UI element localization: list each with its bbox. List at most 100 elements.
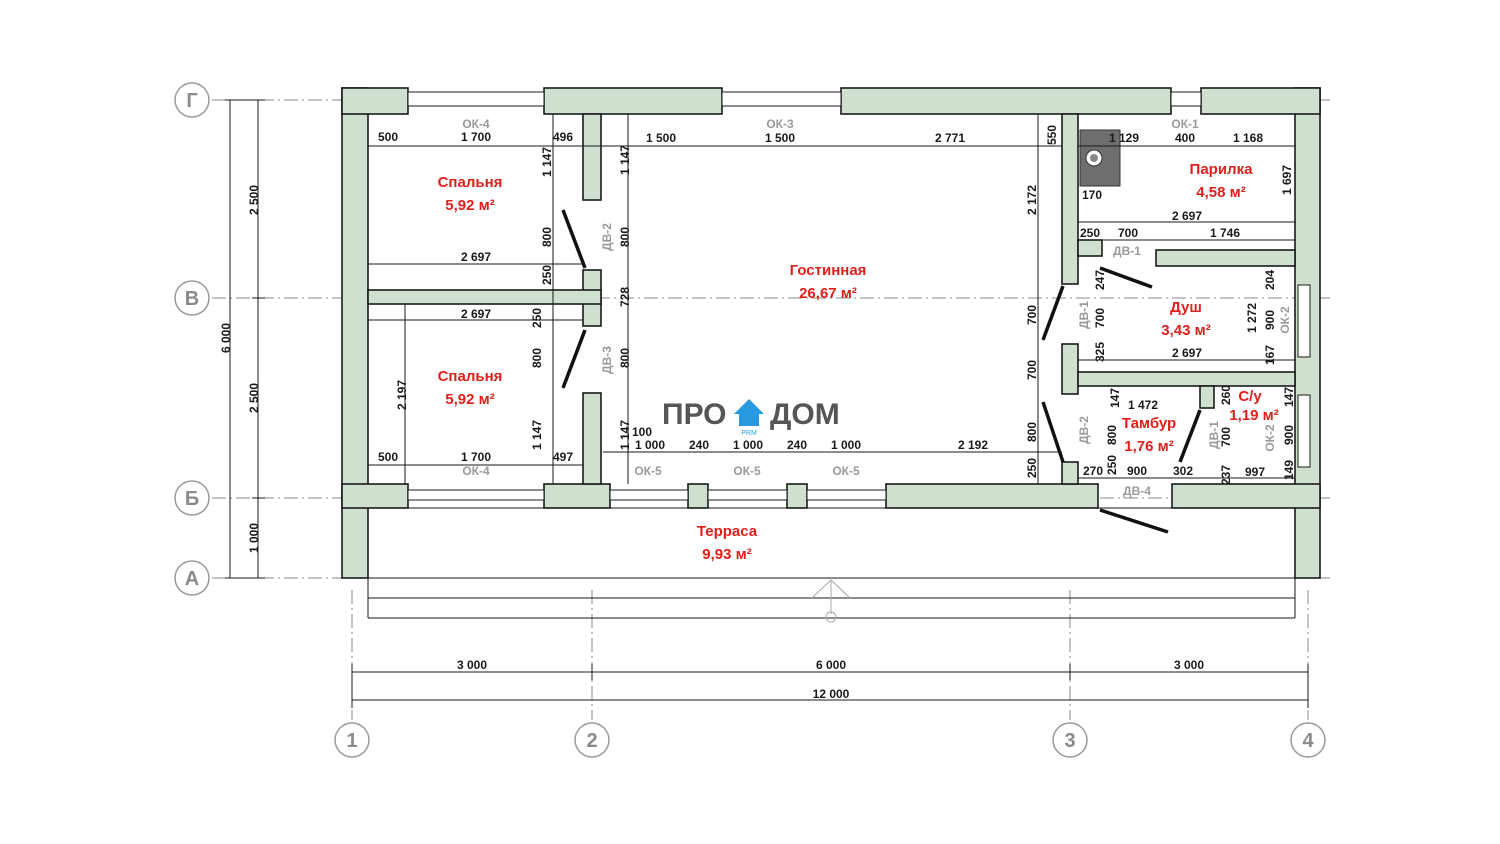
dimension-label: 1 472: [1128, 398, 1158, 412]
opening-label: ДВ-1: [1077, 301, 1091, 329]
room-area: 26,67 м²: [799, 285, 857, 302]
dimension-label: 1 500: [646, 131, 676, 145]
dimension-label: 1 129: [1109, 131, 1139, 145]
dimension-label: 1 147: [618, 420, 632, 450]
dimension-label: 170: [1082, 188, 1102, 202]
dimension-label: 1 700: [461, 450, 491, 464]
room-name: Спальня: [438, 368, 503, 385]
dimension-label: 550: [1045, 125, 1059, 145]
terrace-deck: [367, 507, 1296, 623]
dimension-label: 1 147: [618, 145, 632, 175]
opening-label: ДВ-1: [1113, 244, 1141, 258]
door-swings: [561, 209, 1202, 534]
dimension-label: 250: [1105, 455, 1119, 475]
house-icon: [734, 399, 764, 426]
dimension-label: 900: [1263, 310, 1277, 330]
dimension-label: 496: [553, 130, 573, 144]
dimension-label: 2 697: [461, 250, 491, 264]
dimension-label: 1 000: [733, 438, 763, 452]
opening-label: ОК-4: [462, 464, 490, 478]
dimension-label: 250: [540, 265, 554, 285]
room-area: 5,92 м²: [445, 391, 494, 408]
dimension-label: 250: [1025, 458, 1039, 478]
dimension-label: 1 700: [461, 130, 491, 144]
stove-icon: [1079, 129, 1121, 187]
dimension-label: 2 192: [958, 438, 988, 452]
dimension-label: 270: [1083, 464, 1103, 478]
dimension-label: 2 697: [1172, 209, 1202, 223]
dimension-label: 149: [1282, 460, 1296, 480]
dimension-label: 3 000: [457, 658, 487, 672]
opening-label: ДВ-1: [1207, 421, 1221, 449]
dimension-label: 2 500: [247, 383, 261, 413]
dimension-label: 204: [1263, 270, 1277, 290]
opening-label: ДВ-2: [1077, 416, 1091, 444]
dimension-label: 6 000: [219, 323, 233, 353]
dimension-label: 237: [1219, 465, 1233, 485]
dimension-label: 400: [1175, 131, 1195, 145]
axis-label: 3: [1064, 730, 1075, 752]
dimension-label: 325: [1093, 342, 1107, 362]
dimension-label: 2 771: [935, 131, 965, 145]
opening-label: ОК-5: [634, 464, 662, 478]
logo-text-right: ДОМ: [770, 398, 840, 431]
dimension-label: 728: [618, 287, 632, 307]
dimension-label: 1 697: [1280, 165, 1294, 195]
axis-label: 2: [586, 730, 597, 752]
axis-label: А: [185, 568, 199, 590]
opening-label: ДВ-4: [1123, 484, 1151, 498]
opening-label: ОК-4: [462, 117, 490, 131]
room-area: 4,58 м²: [1196, 184, 1245, 201]
room-name: Парилка: [1190, 161, 1254, 178]
room-area: 1,19 м²: [1229, 407, 1278, 424]
axis-label: Б: [185, 488, 199, 510]
axis-label: 4: [1302, 730, 1314, 752]
dimension-label: 2 697: [461, 307, 491, 321]
dimension-label: 800: [1105, 425, 1119, 445]
dimension-label: 500: [378, 130, 398, 144]
axis-bubbles: [174, 82, 1326, 758]
opening-label: ОК-5: [832, 464, 860, 478]
room-name: Тамбур: [1122, 415, 1176, 432]
dimension-label: 700: [1118, 226, 1138, 240]
dimension-label: 247: [1093, 270, 1107, 290]
dimension-lines: [225, 99, 1309, 708]
dimension-label: 800: [618, 227, 632, 247]
dimension-label: 2 172: [1025, 185, 1039, 215]
room-name: Душ: [1170, 299, 1202, 316]
dimension-label: 12 000: [813, 687, 850, 701]
dimension-label: 997: [1245, 465, 1265, 479]
logo-text-left: ПРО: [662, 398, 727, 431]
logo-sub: PRM: [741, 430, 757, 437]
dimension-label: 1 147: [530, 420, 544, 450]
dimension-label: 147: [1282, 387, 1296, 407]
dimension-label: 800: [618, 348, 632, 368]
dimension-label: 250: [1080, 226, 1100, 240]
opening-label: ДВ-3: [600, 346, 614, 374]
room-name: Спальня: [438, 174, 503, 191]
dimension-label: 1 000: [635, 438, 665, 452]
axis-label: Г: [186, 90, 197, 112]
dimension-label: 1 272: [1245, 303, 1259, 333]
room-name: С/у: [1238, 388, 1262, 405]
dimension-label: 497: [553, 450, 573, 464]
logo-watermark: ПРО PRM ДОМ: [662, 398, 840, 437]
dimension-label: 302: [1173, 464, 1193, 478]
dimension-label: 700: [1219, 427, 1233, 447]
dimension-label: 240: [787, 438, 807, 452]
opening-label: ОК-3: [766, 117, 794, 131]
dimension-label: 700: [1093, 308, 1107, 328]
dimension-label: 250: [530, 308, 544, 328]
dimension-label: 3 000: [1174, 658, 1204, 672]
room-area: 3,43 м²: [1161, 322, 1210, 339]
axis-label: В: [185, 288, 199, 310]
dimension-label: 1 746: [1210, 226, 1240, 240]
opening-label: ДВ-2: [600, 223, 614, 251]
dimension-label: 260: [1219, 385, 1233, 405]
room-area: 9,93 м²: [702, 546, 751, 563]
dimension-label: 1 500: [765, 131, 795, 145]
walls: [341, 87, 1321, 579]
dimension-label: 6 000: [816, 658, 846, 672]
opening-label: ОК-2: [1263, 424, 1277, 452]
